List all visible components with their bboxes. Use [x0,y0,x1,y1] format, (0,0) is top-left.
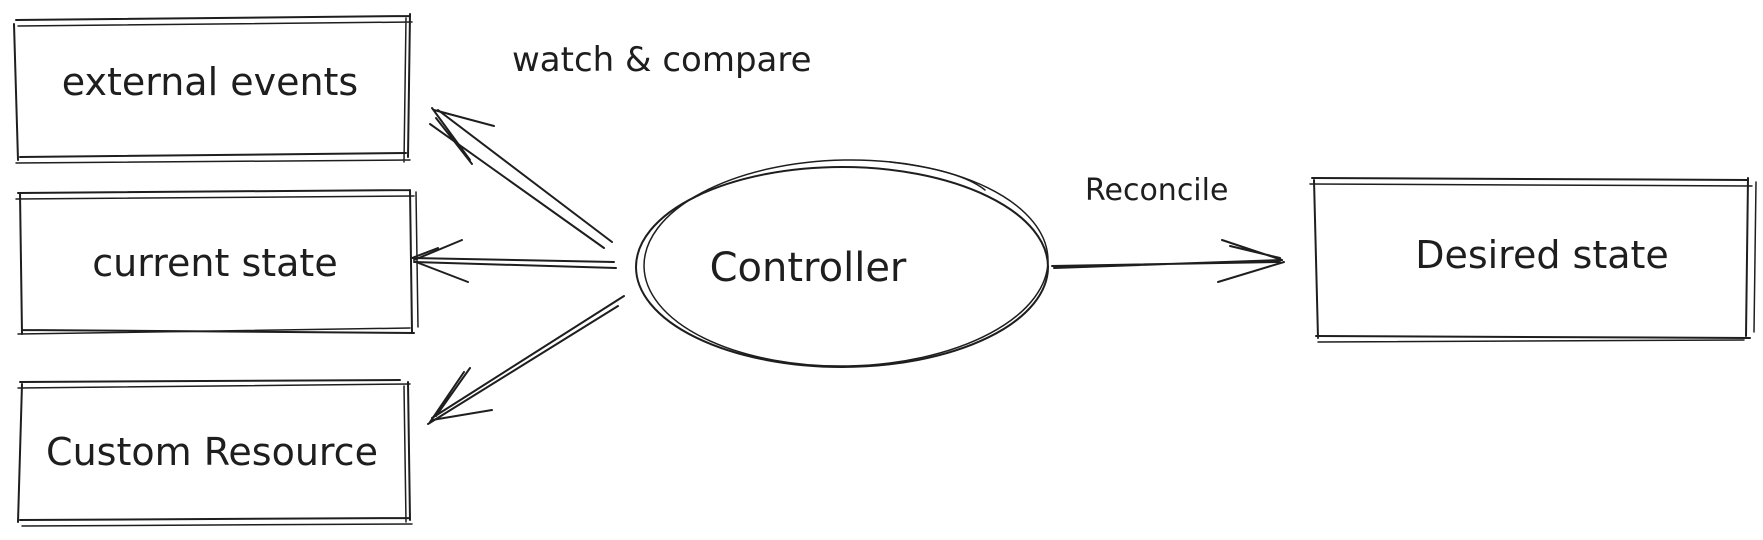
external-events-label: external events [62,60,358,104]
current-state-label: current state [92,241,337,285]
watch-compare-label: watch & compare [512,40,812,80]
watch-arrow-current-state [411,239,617,283]
watch-arrow-custom-resource [427,295,625,425]
controller-label: Controller [710,245,907,291]
desired-state-node: Desired state [1309,177,1757,343]
external-events-node: external events [13,13,413,164]
watch-arrow-external-events [429,107,613,249]
custom-resource-node: Custom Resource [17,379,413,527]
controller-node: Controller [635,159,1049,368]
desired-state-label: Desired state [1415,233,1669,277]
reconcile-label: Reconcile [1085,173,1228,208]
current-state-node: current state [15,189,419,335]
reconcile-arrow [1051,239,1285,283]
custom-resource-label: Custom Resource [46,430,378,474]
